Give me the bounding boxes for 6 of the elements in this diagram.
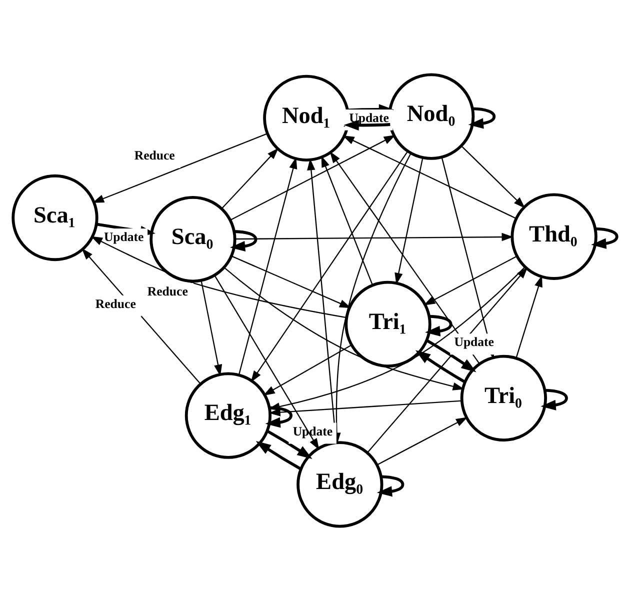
edge-label: Reduce (147, 284, 188, 298)
edge-label: Update (454, 334, 494, 349)
edge-label: Update (349, 110, 389, 125)
edge-label: Update (104, 230, 144, 244)
edge-label: Reduce (95, 296, 136, 310)
edge-label: Reduce (134, 148, 175, 162)
